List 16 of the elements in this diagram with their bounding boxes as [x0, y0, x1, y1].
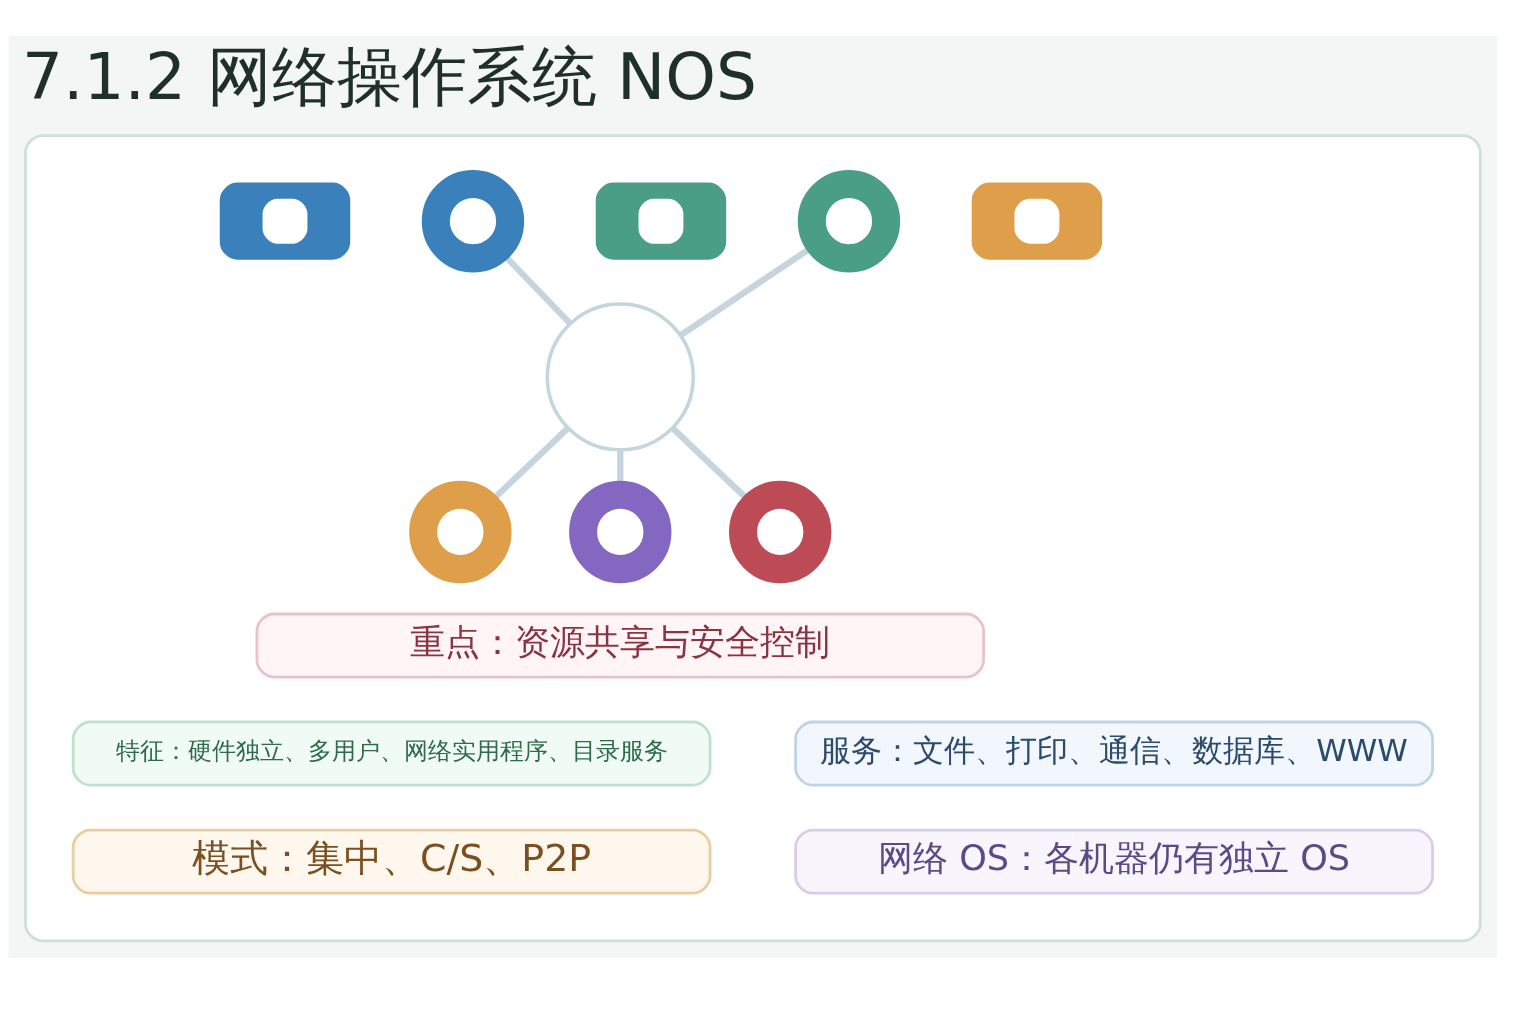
node-box — [971, 182, 1103, 260]
cluster — [24, 134, 1482, 943]
node-box: 特征：硬件独立、多用户、网络实用程序、目录服务 — [71, 720, 712, 787]
diagram-title: 7.1.2 网络操作系统 NOS — [21, 38, 758, 114]
node-circle — [409, 480, 512, 584]
node-circle — [545, 302, 695, 452]
node-circle — [569, 480, 672, 584]
node-box: 服务：文件、打印、通信、数据库、WWW — [794, 720, 1434, 787]
node-box — [219, 182, 351, 260]
node-circle — [421, 169, 525, 273]
node-box: 网络 OS：各机器仍有独立 OS — [794, 828, 1434, 895]
node-box: 模式：集中、C/S、P2P — [71, 828, 712, 895]
node-box — [595, 182, 727, 260]
node-circle — [797, 169, 901, 273]
node-circle — [729, 480, 832, 584]
node-box: 重点：资源共享与安全控制 — [255, 612, 986, 679]
